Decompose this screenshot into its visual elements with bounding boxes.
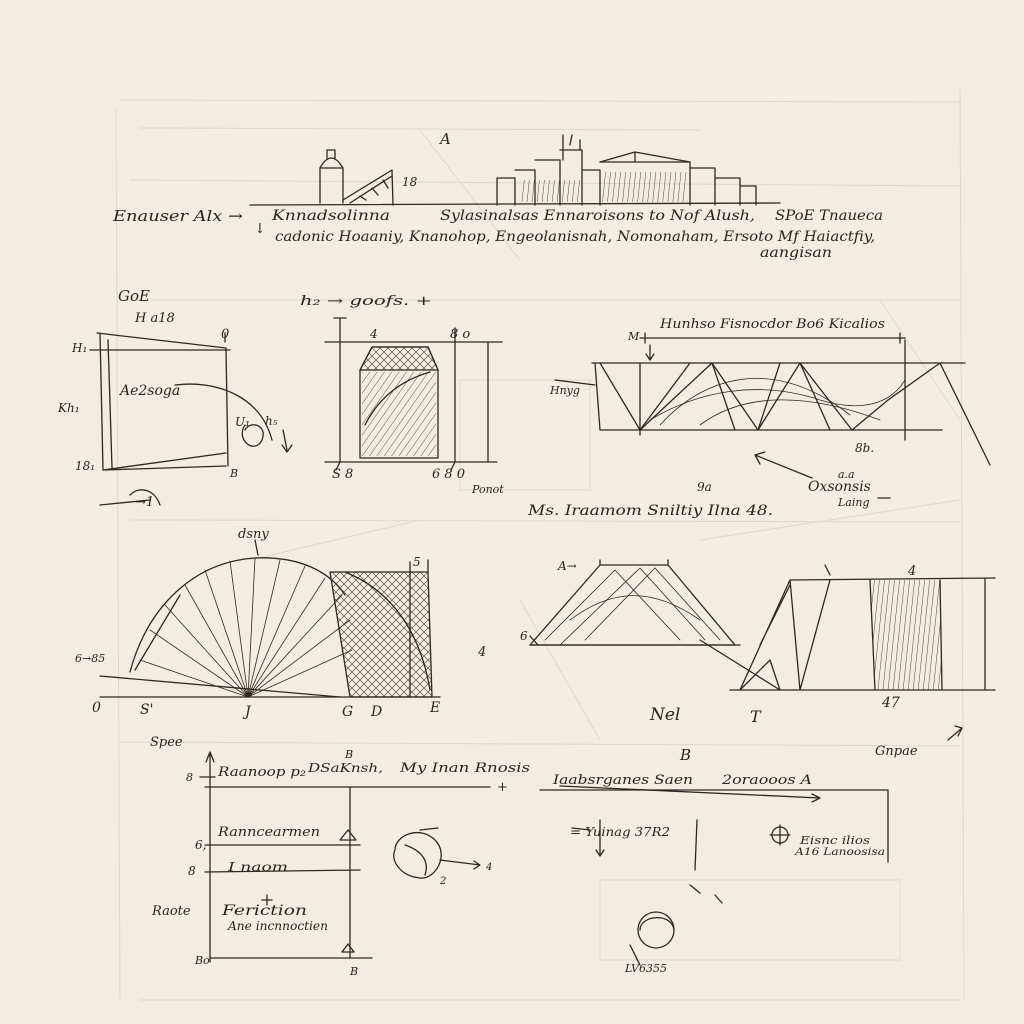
panel-d-arch [99, 539, 441, 698]
panel-b-num4: 4 [369, 327, 378, 341]
panel-c-left: Hnyg [549, 384, 580, 397]
panel-g-schedule [199, 751, 491, 963]
panel-g-row4-line2: Ane incnnoctien [227, 919, 328, 933]
panel-c-note-line1: a.a [838, 468, 855, 481]
panel-b-label: h₂ → goofs. + [300, 294, 432, 309]
header-mark: A [438, 130, 451, 148]
panel-g-mini-2: 2 [439, 876, 446, 887]
panel-a-title: GoE [118, 287, 150, 305]
panel-g-labels: Spee B 8 Raanoop p₂ DSaKnsh, My Inan Rno… [150, 735, 530, 978]
panel-e-left: 6 [520, 629, 528, 643]
panel-g-row1-c: My Inan Rnosis [399, 761, 531, 776]
panel-a-note: Ae2soga [118, 383, 180, 399]
panel-d-labels: dsny 5 6→85 0 S' J G D E [75, 527, 440, 720]
panel-f-labels: 4 47 Gnpae [875, 564, 918, 759]
panel-h-note-line1: Eisnc ilios [799, 834, 871, 847]
panel-g-bo: Bo [194, 954, 210, 967]
panel-c-right-label: 8b. [855, 441, 874, 455]
header-row2: cadonic Hoaaniy, Knanohop, Engeolanisnah… [275, 229, 875, 245]
panel-g-eight: 8 [188, 864, 196, 878]
panel-a-u1: U₁ [235, 415, 250, 429]
down-arrow-icon: ↓ [254, 221, 266, 237]
panel-e-pyramid [529, 559, 781, 691]
panel-g-mini-4: 4 [485, 862, 492, 873]
panel-c-note-line3: Laing [837, 496, 870, 509]
panel-e-mid: 4 [477, 645, 486, 660]
mid-caption: Ms. Iraamom Sniltiy Ilna 48. [527, 503, 773, 519]
left-title: Enauser Alx → [112, 207, 244, 225]
panel-h-line1-right: 2oraooos A [721, 773, 812, 788]
panel-c-labels: Hunhso Fisnocdor Bo6 Kicalios M Hnyg 8b.… [549, 317, 885, 509]
panel-d-base-label: 0 [92, 700, 101, 716]
panel-h-note-line2: A16 Lanoosisa [794, 847, 885, 858]
panel-g-b-bottom: B [349, 965, 358, 978]
panel-h-details [539, 785, 889, 966]
panel-b-num8o: 8 o [450, 327, 470, 342]
panel-h-line1-left: Iaabsrganes Saen [552, 773, 693, 788]
panel-b-bottom-right: 6 8 0 [432, 467, 465, 482]
header-annotations: A 18 Enauser Alx → ↓ Knnadsolinna Sylasi… [112, 130, 883, 261]
panel-f-block [729, 564, 996, 741]
panel-a-zero: 0 [221, 327, 229, 342]
panel-b-bottom-left: S 8 [332, 467, 353, 482]
header-right-line3: aangisan [760, 245, 832, 261]
panel-f-right: Gnpae [875, 744, 918, 759]
panel-a-labels: GoE H a18 H₁ 0 Ae2soga Kh₁ U₁ h₅ 18₁ B →… [57, 287, 278, 510]
panel-g-axis-top: 8 [186, 771, 193, 784]
panel-g-six: 6, [195, 838, 206, 852]
panel-c-m: M [627, 330, 640, 343]
panel-h-b-top: B [679, 746, 691, 764]
panel-a-subtitle: H a18 [134, 311, 175, 326]
panel-g-row3: I naom [227, 860, 288, 874]
panel-b-note: Ponot [471, 483, 504, 496]
panel-g-row1: Raanoop p₂ [217, 765, 306, 780]
panel-h-labels: B Iaabsrganes Saen 2oraooos A = Yuinag 3… [552, 746, 885, 975]
panel-a-arrow: →1 [135, 495, 154, 510]
panel-g-side: Raote [151, 904, 191, 919]
panel-e-top: A→ [557, 559, 577, 573]
panel-a-frame [89, 332, 293, 506]
tower-number: 18 [402, 175, 418, 189]
panel-g-row1-b: DSaKnsh, [307, 761, 383, 775]
panel-g-spee: Spee [150, 735, 183, 750]
panel-d-top: dsny [238, 527, 269, 542]
panel-a-kh: Kh₁ [57, 401, 80, 415]
panel-c-note-line2: Oxsonsis [808, 479, 871, 495]
panel-d-base-label: D [370, 704, 382, 720]
panel-c-arrow-label: 9a [697, 480, 712, 494]
panel-a-h-left: H₁ [71, 341, 87, 355]
panel-e-t: T [750, 707, 762, 726]
header-col1-line1: Knnadsolinna [271, 208, 390, 224]
panel-f-top: 4 [907, 564, 916, 579]
panel-d-left: 6→85 [75, 652, 105, 665]
skyline-sketch [249, 134, 781, 206]
panel-e-bottom: Nel [649, 705, 680, 725]
panel-d-base-label: G [342, 704, 353, 720]
panel-h-dimension: = Yuinag 37R2 [570, 825, 670, 839]
panel-a-b: B [229, 467, 238, 480]
panel-b-frame [324, 317, 503, 471]
panel-g-plus: + [497, 780, 508, 795]
panel-c-title: Hunhso Fisnocdor Bo6 Kicalios [659, 317, 885, 332]
panel-e-labels: A→ 6 4 Nel T [477, 559, 762, 726]
panel-h-code: LV6355 [624, 962, 667, 975]
panel-a-n18: 18₁ [75, 459, 95, 473]
panel-g-b-top: B [344, 748, 353, 761]
panel-a-h5: h₅ [265, 414, 278, 428]
header-col2-line1: Sylasinalsas Ennaroisons to Nof Alush, [440, 208, 755, 224]
panel-d-corner: 5 [413, 555, 421, 569]
panel-c-truss [554, 332, 991, 499]
panel-g-row4-line1: Feriction [221, 903, 307, 919]
panel-f-bottom: 47 [881, 695, 900, 711]
header-right-line1: SPoE Tnaueca [775, 208, 883, 224]
panel-g-row2: Ranncearmen [217, 825, 320, 840]
panel-d-base-label: J [242, 704, 252, 720]
panel-d-base-label: S' [140, 702, 153, 718]
panel-d-base-label: E [429, 700, 440, 716]
panel-b-labels: h₂ → goofs. + 4 8 o S 8 6 8 0 Ponot [300, 294, 504, 496]
